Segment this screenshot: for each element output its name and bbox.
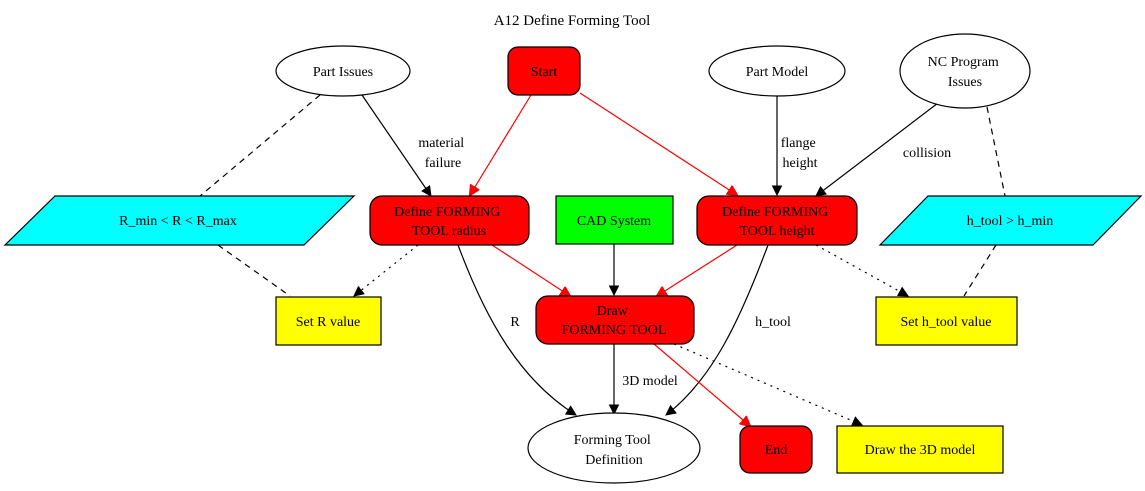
node-set-r-value: Set R value (275, 296, 382, 346)
edge-h-constraint-to-set-h (963, 244, 997, 297)
node-define-radius: Define FORMING TOOL radius (369, 195, 530, 246)
svg-text:Define FORMING TOOL heig: Define FORMING TOOL height (722, 205, 832, 239)
svg-text:End: End (765, 443, 788, 458)
svg-text:NC Program Issues: NC Program Issues (928, 55, 1003, 90)
edge-height-to-set-h (815, 244, 909, 297)
node-part-model: Part Model (708, 45, 846, 97)
edge-height-to-draw (657, 244, 738, 296)
edge-radius-to-draw (491, 244, 570, 296)
edge-label-r: R (510, 315, 520, 330)
svg-text:Part Model: Part Model (746, 65, 809, 80)
svg-text:h_tool > h_min: h_tool > h_min (967, 214, 1053, 229)
svg-text:Define FORMING TOOL radi: Define FORMING TOOL radius (394, 205, 504, 239)
node-r-constraint: R_min < R < R_max (3, 195, 356, 246)
node-part-issues: Part Issues (275, 45, 411, 97)
diagram-title: A12 Define Forming Tool (494, 13, 651, 29)
edge-nc-issues-to-define-height (815, 102, 939, 197)
svg-text:CAD System: CAD System (577, 214, 651, 229)
svg-text:Part Issues: Part Issues (313, 65, 373, 80)
node-start: Start (507, 46, 581, 96)
edge-label-h-tool: h_tool (755, 315, 791, 330)
edge-radius-to-definition (457, 244, 577, 416)
edge-radius-to-set-r (353, 244, 419, 297)
node-cad-system: CAD System (555, 195, 674, 245)
node-draw-tool: Draw FORMING TOOL (535, 295, 695, 345)
edge-start-to-define-radius (470, 94, 532, 195)
svg-text:Forming Tool Definition: Forming Tool Definition (574, 433, 654, 468)
svg-text:Set R value: Set R value (296, 315, 361, 330)
svg-text:R_min < R < R_max: R_min < R < R_max (119, 214, 237, 229)
svg-text:Set h_tool value: Set h_tool value (901, 315, 992, 330)
edge-draw-to-end (653, 343, 750, 426)
edge-label-flange-height: flange height (781, 136, 819, 171)
edge-label-3d-model: 3D model (622, 374, 678, 389)
node-draw-3d-model: Draw the 3D model (836, 425, 1004, 474)
node-h-constraint: h_tool > h_min (878, 195, 1143, 246)
node-forming-tool-definition: Forming Tool Definition (527, 412, 701, 484)
edge-start-to-define-height (579, 92, 737, 195)
edge-height-to-definition (665, 244, 769, 416)
edge-r-constraint-to-set-r (217, 244, 291, 297)
svg-text:Start: Start (531, 65, 558, 80)
edge-label-material-failure: material failure (418, 136, 467, 171)
node-set-h-value: Set h_tool value (875, 296, 1018, 346)
node-define-height: Define FORMING TOOL height (696, 195, 858, 246)
svg-text:Draw FORMING TOOL: Draw FORMING TOOL (562, 304, 667, 338)
edge-part-issues-to-define-radius (361, 94, 432, 197)
svg-text:Draw the 3D model: Draw the 3D model (865, 443, 976, 458)
node-end: End (739, 425, 813, 474)
node-nc-program-issues: NC Program Issues (899, 33, 1031, 109)
edge-part-issues-to-r-constraint (199, 94, 321, 197)
edge-label-collision: collision (903, 146, 951, 161)
edge-nc-issues-to-h-constraint (986, 106, 1006, 197)
